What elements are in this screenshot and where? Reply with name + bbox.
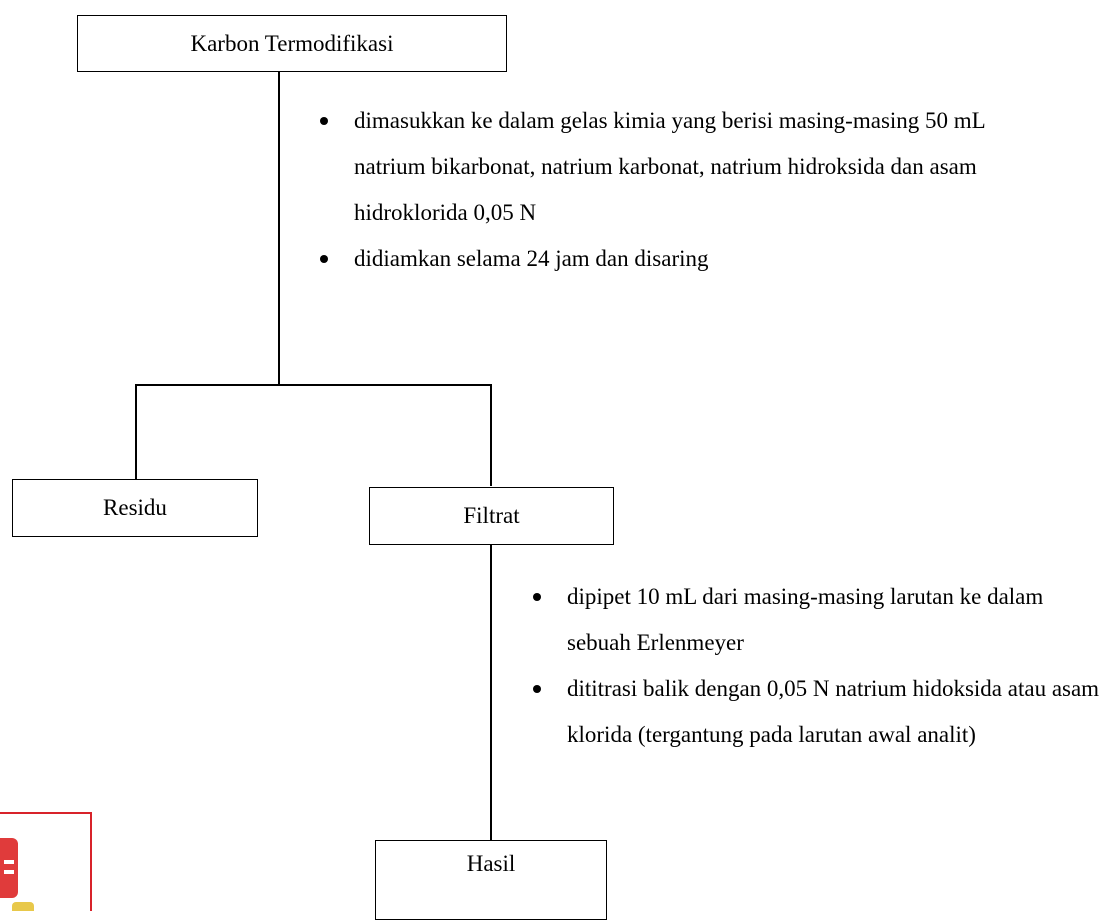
- step-list-item: dititrasi balik dengan 0,05 N natrium hi…: [531, 666, 1106, 758]
- step-list-item: dipipet 10 mL dari masing-masing larutan…: [531, 574, 1106, 666]
- process-steps-1: dimasukkan ke dalam gelas kimia yang ber…: [318, 98, 1028, 282]
- step-list-item: dimasukkan ke dalam gelas kimia yang ber…: [318, 98, 1028, 236]
- step-list-item: didiamkan selama 24 jam dan disaring: [318, 236, 1028, 282]
- node-filtrat: Filtrat: [369, 487, 614, 545]
- node-residu: Residu: [12, 479, 258, 537]
- connector-to-filtrat: [490, 384, 492, 486]
- node-karbon-termodifikasi: Karbon Termodifikasi: [77, 15, 507, 72]
- process-steps-2: dipipet 10 mL dari masing-masing larutan…: [531, 574, 1106, 758]
- connector-split-horizontal: [135, 384, 491, 386]
- connector-start-to-split: [278, 71, 280, 385]
- connector-to-residu: [135, 384, 137, 480]
- app-icon-fragment: [0, 812, 92, 911]
- connector-filtrat-to-hasil: [490, 545, 492, 840]
- node-hasil: Hasil: [375, 840, 607, 920]
